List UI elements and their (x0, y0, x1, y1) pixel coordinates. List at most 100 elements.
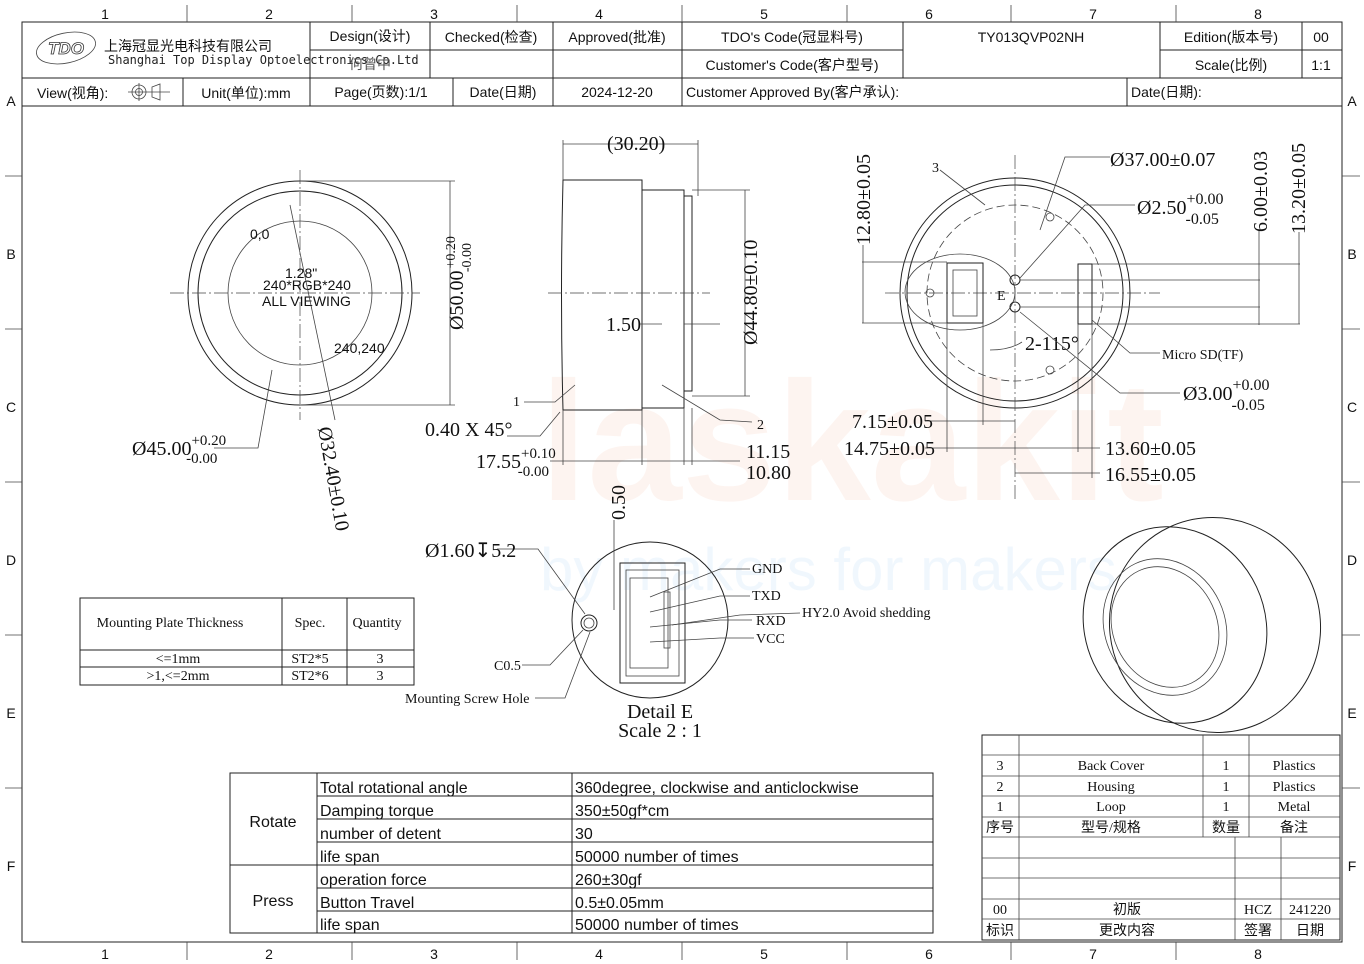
parts-table-rows-1-0: 2 (997, 780, 1004, 795)
front-view-display-size: 1.28" (285, 265, 317, 281)
back-view-dim-1655: 16.55±0.05 (1105, 464, 1196, 486)
parts-table-rows-2-3: Metal (1278, 800, 1311, 815)
spec-table-groups-0-rows-2-0: number of detent (320, 826, 442, 843)
back-view-dim-715: 7.15±0.05 (852, 411, 933, 433)
grid-columns-0: 1 (101, 946, 109, 962)
grid-columns-6: 7 (1089, 946, 1097, 962)
parts-table-revision-0: 00 (993, 903, 1007, 918)
detail-e-hole: Ø1.60↧5.2 (425, 540, 516, 562)
detail-e-connector: HY2.0 Avoid shedding (802, 606, 930, 621)
spec-table-groups-0-rows-0-1: 360degree, clockwise and anticlockwise (575, 780, 859, 797)
parts-table-revision-headers-3: 日期 (1296, 923, 1324, 939)
grid-columns-1: 2 (265, 6, 273, 22)
customer-code-label: Customer's Code(客户型号) (705, 57, 878, 73)
side-view-overall: (30.20) (607, 133, 665, 155)
back-view-dia-30-plus: +0.00 (1232, 377, 1269, 394)
approved-label: Approved(批准) (568, 29, 665, 45)
front-view-origin: 0,0 (250, 226, 270, 242)
detail-e-pins-0: GND (752, 562, 782, 577)
edition-value: 00 (1313, 29, 1329, 45)
svg-text:17.55+0.10-0.00: 17.55+0.10 -0.00 (476, 446, 556, 480)
spec-table-groups-1-rows-1-1: 0.5±0.05mm (575, 895, 664, 912)
grid-rows-3: D (1347, 552, 1357, 568)
detail-e-pins-2: RXD (756, 614, 786, 629)
back-view-dim-1360: 13.60±0.05 (1105, 438, 1196, 460)
mounting-table-headers-0: Mounting Plate Thickness (97, 616, 244, 631)
spec-table-groups-0-rows-2-1: 30 (575, 826, 593, 843)
front-view-dia-45-tol-minus: -0.00 (186, 451, 217, 467)
grid-columns-5: 6 (925, 6, 933, 22)
parts-table-rows-0-1: Back Cover (1078, 759, 1145, 774)
detail-e-chamfer: C0.5 (494, 659, 521, 674)
front-view-dia-outer-tol-plus: +0.20 (444, 236, 459, 268)
mounting-table-rows-1-2: 3 (377, 669, 384, 684)
front-view: 0,0 1.28" 240*RGB*240 ALL VIEWING 240,24… (132, 170, 475, 533)
grid-rows-0: A (6, 93, 16, 109)
spec-table-groups-0-rows-1-1: 350±50gf*cm (575, 803, 669, 820)
back-view-dia-30: Ø3.00 (1183, 383, 1232, 405)
parts-table-revision-headers-0: 标识 (986, 923, 1014, 939)
back-view-dia-37: Ø37.00±0.07 (1110, 149, 1215, 171)
side-view-len-tol-minus: -0.00 (518, 464, 549, 480)
back-view-dim-1320: 13.20±0.05 (1288, 143, 1310, 234)
grid-rows-5: F (1348, 858, 1357, 874)
svg-text:Ø50.00+0.20-0.00: Ø50.00+0.20-0.00 (444, 236, 475, 330)
back-view: E 3 Ø37.00±0.07 Ø2.50+0.00-0.05 12.80±0.… (844, 143, 1310, 500)
back-view-dia-25-minus: -0.05 (1185, 211, 1218, 228)
front-view-dia-45: Ø45.00 (132, 438, 191, 460)
grid-rows-3: D (6, 552, 16, 568)
checked-label: Checked(检查) (445, 29, 538, 45)
parts-table-rows-2-1: Loop (1096, 800, 1126, 815)
grid-columns-2: 3 (430, 946, 438, 962)
grid-rows-5: F (7, 858, 16, 874)
tdo-code-value: TY013QVP02NH (978, 29, 1085, 45)
back-view-dim-600: 6.00±0.03 (1250, 151, 1272, 232)
spec-table-groups-0-name: Rotate (249, 814, 296, 831)
side-view-len-tol-plus: +0.10 (521, 446, 556, 462)
customer-approved-label: Customer Approved By(客户承认): (686, 84, 899, 100)
front-view-dia-display: Ø32.40±0.10 (313, 425, 353, 533)
company-name-cn: 上海冠显光电科技有限公司 (104, 38, 272, 54)
parts-table-revision-2: HCZ (1244, 903, 1272, 918)
front-view-viewing: ALL VIEWING (262, 293, 351, 309)
back-view-micro-sd: Micro SD(TF) (1162, 348, 1244, 363)
svg-text:Ø3.00+0.00-0.05: Ø3.00+0.00 -0.05 (1183, 377, 1269, 414)
parts-table-revision-3: 241220 (1289, 903, 1331, 918)
spec-table-groups-0-rows-3-1: 50000 number of times (575, 849, 739, 866)
projection-symbol-icon (128, 83, 170, 101)
side-view-callout1: 1 (513, 395, 520, 410)
back-view-callout3: 3 (932, 161, 939, 176)
back-view-dia-30-minus: -0.05 (1231, 397, 1264, 414)
back-view-dia-25: Ø2.50 (1137, 197, 1186, 219)
side-view-step: 1.50 (606, 314, 641, 336)
side-view-callout2: 2 (757, 418, 764, 433)
detail-e-gap: 0.50 (608, 485, 630, 520)
grid-columns-4: 5 (760, 946, 768, 962)
grid-rows-4: E (1347, 705, 1356, 721)
spec-table-groups-0-rows-3-0: life span (320, 849, 380, 866)
grid-rows-2: C (1347, 399, 1357, 415)
edition-label: Edition(版本号) (1184, 29, 1278, 45)
detail-e-pins-3: VCC (756, 632, 785, 647)
page-label: Page(页数):1/1 (334, 84, 428, 100)
parts-table-rows-0-0: 3 (997, 759, 1004, 774)
grid-columns-7: 8 (1254, 946, 1262, 962)
detail-e-scale: Scale 2 : 1 (618, 720, 702, 742)
spec-table-groups-1-name: Press (253, 893, 294, 910)
parts-table-rows-1-2: 1 (1223, 780, 1230, 795)
detail-e-pins-1: TXD (752, 589, 781, 604)
back-view-dim-1475: 14.75±0.05 (844, 438, 935, 460)
grid-markers (5, 5, 1360, 960)
grid-rows-1: B (1347, 246, 1356, 262)
unit-label: Unit(单位):mm (201, 85, 290, 101)
side-view-len: 17.55 (476, 451, 521, 473)
spec-table-groups-1-rows-1-0: Button Travel (320, 895, 414, 912)
date-value: 2024-12-20 (581, 84, 653, 100)
parts-table-revision-headers-1: 更改内容 (1099, 922, 1155, 939)
front-view-dia-45-tol-plus: +0.20 (191, 433, 226, 449)
parts-table-rows-2-0: 1 (997, 800, 1004, 815)
grid-columns-3: 4 (595, 946, 603, 962)
svg-text:Ø45.00+0.20-0.00: Ø45.00+0.20 -0.00 (132, 433, 226, 467)
